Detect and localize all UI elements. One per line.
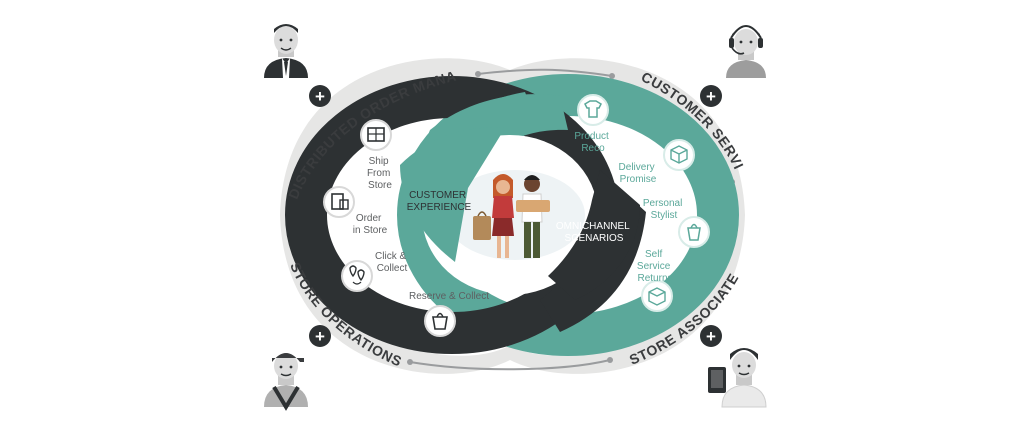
ship-from-store-icon[interactable] bbox=[360, 119, 392, 151]
plus-icon: + bbox=[315, 87, 325, 106]
delivery-promise-icon[interactable] bbox=[663, 139, 695, 171]
plus-button-bottom-right[interactable]: + bbox=[700, 325, 722, 347]
package-icon bbox=[516, 200, 550, 212]
reserve-collect-icon[interactable] bbox=[424, 305, 456, 337]
manager-avatar bbox=[264, 24, 308, 78]
store-worker-avatar bbox=[264, 353, 308, 411]
self-service-returns-icon[interactable] bbox=[641, 280, 673, 312]
omnichannel-scenarios-label: OMNICHANNEL SCENARIOS bbox=[556, 221, 632, 244]
plus-button-top-left[interactable]: + bbox=[309, 85, 331, 107]
store-associate-avatar bbox=[708, 348, 767, 408]
ship-from-store-label: Ship From Store bbox=[367, 156, 393, 191]
customers-illustration bbox=[473, 174, 550, 258]
customer-experience-label: CUSTOMER EXPERIENCE bbox=[407, 190, 472, 213]
shopping-bag-icon bbox=[473, 216, 491, 240]
product-reco-label: Product Reco bbox=[574, 131, 611, 154]
click-collect-label: Click & Collect bbox=[375, 251, 409, 274]
self-service-returns-label: Self Service Returns bbox=[637, 249, 673, 284]
reserve-collect-label: Reserve & Collect bbox=[409, 291, 489, 302]
delivery-promise-label: Delivery Promise bbox=[619, 162, 658, 185]
headset-icon bbox=[729, 38, 734, 48]
order-in-store-icon[interactable] bbox=[323, 186, 355, 218]
cap-icon bbox=[272, 353, 304, 362]
plus-button-top-right[interactable]: + bbox=[700, 85, 722, 107]
plus-icon: + bbox=[315, 327, 325, 346]
plus-icon: + bbox=[706, 327, 716, 346]
plus-button-bottom-left[interactable]: + bbox=[309, 325, 331, 347]
click-collect-icon[interactable] bbox=[341, 260, 373, 292]
order-in-store-label: Order in Store bbox=[353, 213, 388, 236]
plus-icon: + bbox=[706, 87, 716, 106]
call-center-agent-avatar bbox=[726, 25, 766, 78]
product-reco-icon[interactable] bbox=[577, 94, 609, 126]
personal-stylist-icon[interactable] bbox=[678, 216, 710, 248]
customer-experience-wedge-front bbox=[400, 127, 505, 262]
personal-stylist-label: Personal Stylist bbox=[643, 198, 685, 221]
omnichannel-wedge-front bbox=[548, 170, 640, 300]
